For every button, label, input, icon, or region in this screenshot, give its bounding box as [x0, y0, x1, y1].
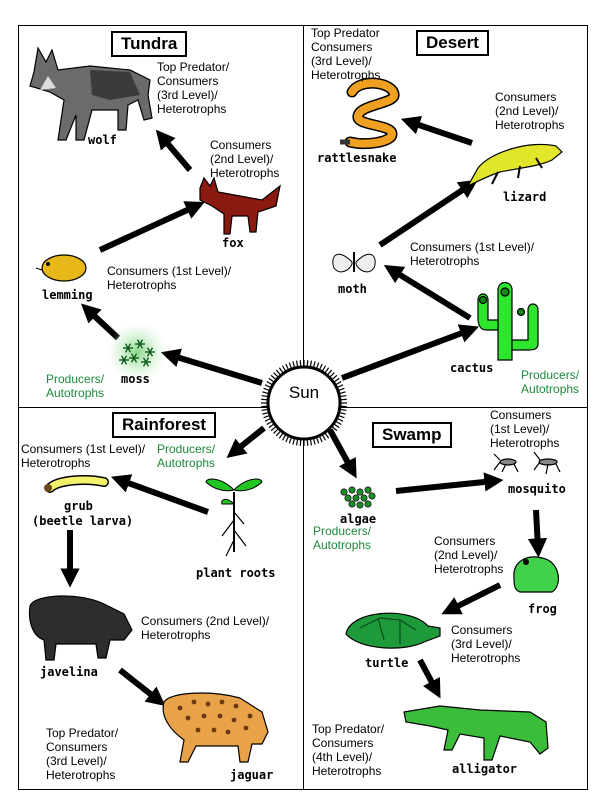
arrow-sun-to-plant — [226, 425, 266, 458]
jaguar-level-label: Top Predator/Consumers(3rd Level)/Hetero… — [46, 726, 119, 782]
turtle-label: turtle — [365, 656, 409, 670]
moss-label: moss — [121, 372, 150, 386]
lizard-label: lizard — [503, 190, 547, 204]
arrow-mosquito-to-frog — [527, 509, 548, 558]
arrow-lizard-to-rattlesnake — [400, 115, 473, 146]
algae-level-label: Producers/Autotrophs — [313, 524, 372, 552]
algae-label: algae — [340, 512, 377, 526]
moth-label: moth — [338, 282, 367, 296]
plant-roots-label: plant roots — [196, 566, 276, 580]
cactus-level-label: Producers/Autotrophs — [521, 368, 580, 396]
rattlesnake-label: rattlesnake — [317, 151, 397, 165]
turtle-level-label: Consumers(3rd Level)/Heterotrophs — [451, 623, 521, 665]
mosquito-icon — [493, 451, 561, 475]
wolf-label: wolf — [88, 133, 117, 147]
arrow-fox-to-wolf — [155, 129, 193, 172]
desert-title: Desert — [416, 30, 489, 56]
plant-roots-icon — [205, 478, 263, 557]
mosquito-label: mosquito — [508, 482, 566, 496]
plant-level-label: Producers/Autotrophs — [157, 442, 216, 470]
lemming-icon — [35, 254, 87, 282]
rainforest-title: Rainforest — [112, 412, 217, 438]
lemming-label: lemming — [42, 288, 93, 302]
grub-level-label: Consumers (1st Level)/Heterotrophs — [21, 442, 146, 470]
sun-icon — [261, 360, 347, 446]
rattlesnake-icon — [340, 77, 400, 150]
wolf-icon — [29, 46, 153, 141]
moth-level-label: Consumers (1st Level)/Heterotrophs — [410, 240, 535, 268]
moth-icon — [332, 252, 376, 273]
turtle-icon — [345, 612, 441, 649]
swamp-title: Swamp — [372, 422, 452, 448]
sun-label: Sun — [288, 383, 320, 402]
grub-label: grub(beetle larva) — [32, 499, 134, 528]
arrow-frog-to-turtle — [441, 582, 502, 615]
food-chain-arrows — [60, 115, 548, 706]
alligator-label: alligator — [452, 762, 518, 776]
frog-icon — [513, 556, 559, 593]
fox-level-label: Consumers(2nd Level)/Heterotrophs — [210, 138, 280, 180]
wolf-level-label: Top Predator/Consumers(3rd Level)/Hetero… — [157, 60, 230, 116]
grub-icon — [44, 475, 109, 493]
arrow-plant-to-grub — [110, 474, 210, 515]
frog-label: frog — [528, 602, 557, 616]
javelina-level-label: Consumers (2nd Level)/Heterotrophs — [141, 614, 270, 642]
arrow-turtle-to-alligator — [417, 658, 441, 699]
arrow-javelina-to-jaguar — [118, 667, 166, 706]
alligator-icon — [403, 705, 549, 761]
arrow-sun-to-cactus — [340, 324, 479, 381]
fox-icon — [199, 176, 281, 235]
arrow-moth-to-lizard — [378, 179, 478, 248]
arrow-algae-to-mosquito — [395, 472, 504, 494]
lizard-level-label: Consumers(2nd Level)/Heterotrophs — [495, 90, 565, 132]
javelina-icon — [28, 595, 133, 661]
algae-icon — [340, 486, 376, 509]
frog-level-label: Consumers(2nd Level)/Heterotrophs — [434, 534, 504, 576]
lizard-icon — [466, 143, 563, 188]
arrow-cactus-to-moth — [383, 264, 472, 321]
alligator-level-label: Top Predator/Consumers(4th Level)/Hetero… — [312, 722, 385, 778]
arrow-moss-to-lemming — [80, 303, 121, 341]
mosquito-level-label: Consumers(1st Level)/Heterotrophs — [490, 408, 560, 450]
javelina-label: javelina — [40, 665, 98, 679]
jaguar-icon — [162, 692, 269, 763]
jaguar-label: jaguar — [230, 768, 274, 782]
arrow-lemming-to-fox — [98, 201, 205, 253]
moss-icon — [107, 322, 167, 382]
cactus-icon — [477, 281, 539, 361]
moss-level-label: Producers/Autotrophs — [46, 372, 105, 400]
cactus-label: cactus — [450, 361, 494, 375]
tundra-title: Tundra — [111, 31, 188, 57]
lemming-level-label: Consumers (1st Level)/Heterotrophs — [107, 264, 232, 292]
fox-label: fox — [222, 236, 244, 250]
arrow-sun-to-algae — [327, 428, 357, 479]
swamp-panel — [303, 407, 588, 790]
arrow-sun-to-moss — [160, 348, 263, 386]
